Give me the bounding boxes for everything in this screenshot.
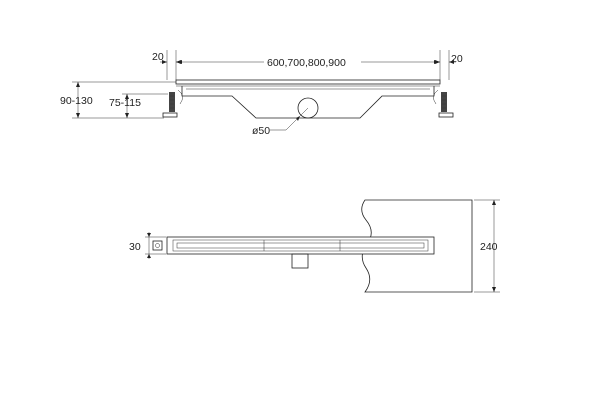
dim-adjust-height: 75-115 [109, 93, 168, 118]
dim-width-label: 30 [129, 241, 141, 253]
dim-total-height: 90-130 [60, 81, 176, 119]
dim-left-margin: 20 [152, 50, 181, 80]
outlet-pipe [297, 97, 319, 119]
dim-outlet-diameter-label: ø50 [252, 125, 270, 137]
dim-length: 600,700,800,900 [176, 57, 440, 69]
dim-length-label: 600,700,800,900 [267, 57, 346, 69]
dim-width: 30 [129, 232, 166, 259]
front-view: 20 600,700,800,900 20 90-130 [60, 50, 463, 137]
end-cap [152, 240, 163, 251]
dim-floor-height: 240 [474, 199, 500, 293]
top-view: 240 30 [129, 199, 500, 293]
dim-right-margin-label: 20 [451, 53, 463, 65]
right-foot [433, 89, 454, 118]
dim-left-margin-label: 20 [152, 51, 164, 63]
left-foot [162, 89, 183, 118]
dim-floor-height-label: 240 [480, 241, 498, 253]
dim-adjust-height-label: 75-115 [109, 97, 141, 109]
dim-right-margin: 20 [435, 50, 463, 80]
channel-top [166, 236, 435, 255]
channel-body [175, 79, 441, 119]
dim-outlet-diameter: ø50 [252, 107, 309, 137]
dim-total-height-label: 90-130 [60, 95, 93, 107]
outlet-stub [291, 253, 309, 269]
